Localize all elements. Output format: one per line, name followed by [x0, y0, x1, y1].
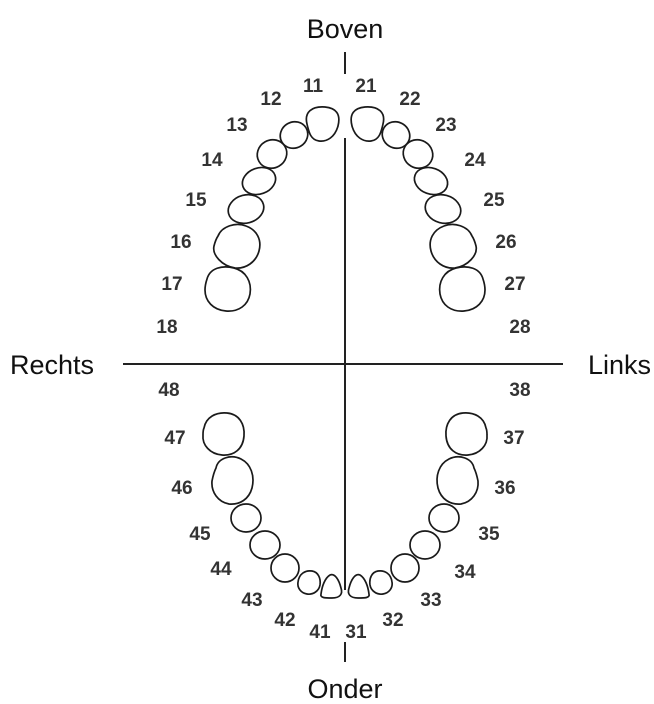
- tooth-number: 11: [303, 76, 324, 97]
- tooth-number: 38: [509, 380, 530, 401]
- label-left: Rechts: [10, 350, 94, 380]
- tooth-25: [422, 191, 464, 227]
- tooth-number: 31: [345, 622, 367, 643]
- tooth-37: [446, 413, 487, 455]
- tooth-number: 26: [495, 232, 516, 253]
- tooth-number: 17: [161, 274, 182, 295]
- tooth-number: 45: [189, 524, 211, 545]
- tooth-42: [298, 571, 320, 594]
- tooth-33: [391, 554, 419, 582]
- tooth-41: [321, 575, 342, 598]
- tooth-32: [370, 571, 392, 594]
- tooth-number: 23: [435, 115, 456, 136]
- tooth-number: 33: [420, 590, 441, 611]
- tooth-11: [306, 107, 338, 141]
- tooth-number: 35: [478, 524, 500, 545]
- tooth-46: [212, 457, 253, 504]
- tooth-number: 34: [454, 562, 476, 583]
- tooth-number: 18: [156, 317, 177, 338]
- tooth-number: 25: [483, 190, 505, 211]
- tooth-number: 46: [171, 478, 192, 499]
- tooth-17: [205, 267, 250, 311]
- tooth-number: 22: [399, 89, 420, 110]
- label-top: Boven: [307, 14, 384, 44]
- tooth-number: 42: [274, 610, 295, 631]
- tooth-number: 15: [185, 190, 207, 211]
- tooth-number: 37: [503, 428, 524, 449]
- tooth-number: 48: [158, 380, 179, 401]
- tooth-number: 28: [509, 317, 530, 338]
- tooth-number: 32: [382, 610, 403, 631]
- tooth-44: [250, 531, 280, 559]
- tooth-16: [214, 224, 260, 268]
- tooth-number: 14: [201, 150, 223, 171]
- tooth-number: 24: [464, 150, 486, 171]
- tooth-number: 16: [170, 232, 191, 253]
- tooth-number: 47: [164, 428, 185, 449]
- tooth-number: 43: [241, 590, 262, 611]
- tooth-26: [430, 224, 476, 268]
- tooth-34: [410, 531, 440, 559]
- tooth-47: [203, 413, 244, 455]
- tooth-15: [225, 191, 267, 227]
- tooth-number: 21: [355, 76, 377, 97]
- tooth-number: 12: [260, 89, 281, 110]
- tooth-number: 44: [210, 559, 232, 580]
- tooth-36: [437, 457, 478, 504]
- label-bottom: Onder: [307, 674, 382, 704]
- tooth-number: 36: [494, 478, 515, 499]
- tooth-43: [271, 554, 299, 582]
- label-right: Links: [588, 350, 651, 380]
- tooth-27: [440, 267, 485, 311]
- tooth-35: [429, 504, 459, 532]
- tooth-45: [231, 504, 261, 532]
- tooth-21: [351, 107, 383, 141]
- tooth-number: 13: [226, 115, 247, 136]
- tooth-number: 27: [504, 274, 525, 295]
- tooth-31: [348, 575, 369, 598]
- tooth-number: 41: [309, 622, 331, 643]
